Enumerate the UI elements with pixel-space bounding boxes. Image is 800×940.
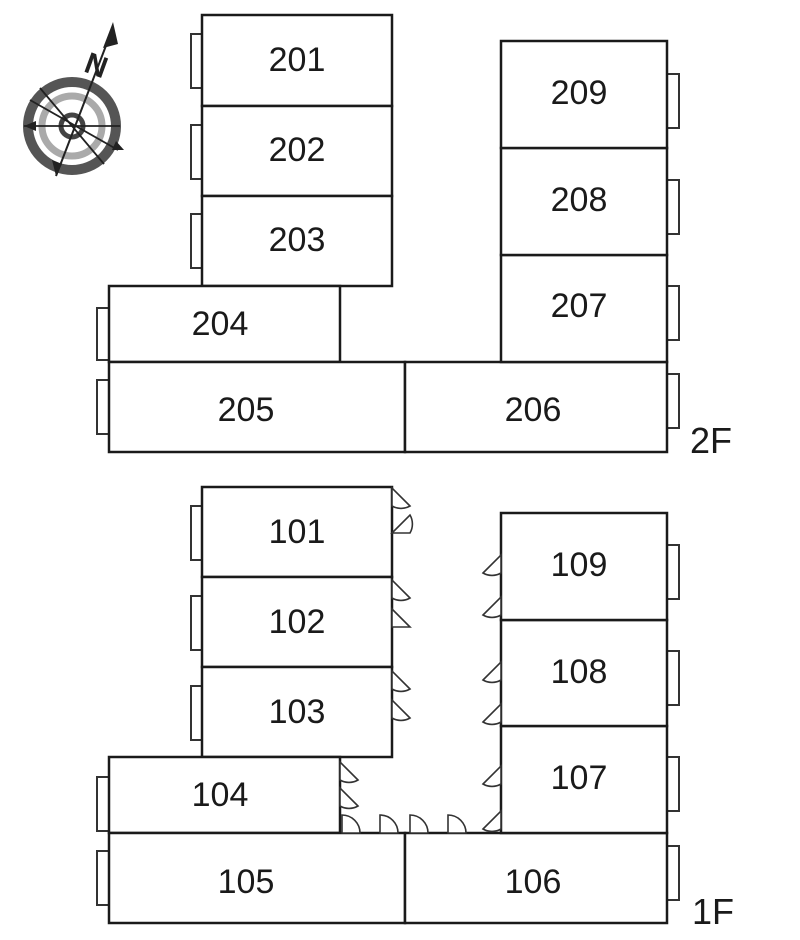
door-icon — [409, 814, 429, 834]
floor-1f: 101 102 103 104 105 106 107 108 — [96, 485, 734, 932]
unit-label: 109 — [551, 546, 608, 584]
compass-icon: N — [23, 22, 124, 177]
unit-label: 103 — [269, 693, 326, 731]
compass-north-label: N — [80, 47, 112, 85]
unit-107: 107 — [499, 724, 669, 835]
unit-label: 102 — [269, 603, 326, 641]
balcony-106 — [666, 845, 680, 901]
balcony-204 — [96, 307, 110, 361]
unit-103: 103 — [200, 665, 394, 759]
door-icon — [481, 764, 502, 788]
door-icon — [447, 814, 467, 834]
unit-label: 202 — [269, 131, 326, 169]
unit-label: 207 — [551, 287, 608, 325]
unit-104: 104 — [107, 755, 342, 835]
unit-label: 203 — [269, 221, 326, 259]
unit-201: 201 — [200, 13, 394, 108]
door-icon — [391, 578, 412, 602]
balcony-206 — [666, 373, 680, 429]
unit-label: 206 — [505, 391, 562, 429]
unit-105: 105 — [107, 831, 407, 925]
door-icon — [391, 607, 412, 628]
unit-102: 102 — [200, 575, 394, 669]
balcony-104 — [96, 776, 110, 832]
door-icon — [391, 486, 412, 510]
balcony-209 — [666, 73, 680, 129]
door-icon — [339, 760, 360, 784]
balcony-108 — [666, 650, 680, 706]
door-icon — [339, 786, 360, 810]
unit-106: 106 — [403, 831, 669, 925]
floor-label-2f: 2F — [690, 420, 732, 461]
door-icon — [379, 814, 399, 834]
unit-label: 209 — [551, 74, 608, 112]
door-icon — [481, 553, 502, 577]
unit-label: 105 — [218, 863, 275, 901]
unit-205: 205 — [107, 360, 407, 454]
balcony-107 — [666, 756, 680, 812]
unit-label: 201 — [269, 41, 326, 79]
door-icon — [481, 660, 502, 684]
unit-label: 204 — [192, 305, 249, 343]
unit-109: 109 — [499, 511, 669, 622]
unit-label: 208 — [551, 181, 608, 219]
unit-label: 205 — [218, 391, 275, 429]
unit-207: 207 — [499, 253, 669, 364]
door-icon — [481, 809, 502, 833]
unit-label: 107 — [551, 759, 608, 797]
door-icon — [341, 814, 361, 834]
unit-108: 108 — [499, 618, 669, 728]
balcony-207 — [666, 285, 680, 341]
floor-2f: 201 202 203 204 205 206 207 208 — [96, 13, 732, 461]
unit-209: 209 — [499, 39, 669, 150]
unit-label: 101 — [269, 513, 326, 551]
door-icon — [481, 595, 502, 619]
door-icon — [391, 698, 412, 722]
door-icon — [390, 513, 414, 534]
unit-101: 101 — [200, 485, 394, 579]
door-icon — [481, 702, 502, 726]
unit-202: 202 — [200, 104, 394, 198]
balcony-205 — [96, 379, 110, 435]
balcony-208 — [666, 179, 680, 235]
unit-203: 203 — [200, 194, 394, 288]
unit-label: 108 — [551, 653, 608, 691]
unit-label: 106 — [505, 863, 562, 901]
unit-label: 104 — [192, 776, 249, 814]
balcony-105 — [96, 850, 110, 906]
floor-label-1f: 1F — [692, 891, 734, 932]
door-icon — [391, 669, 412, 693]
unit-208: 208 — [499, 146, 669, 257]
balcony-109 — [666, 544, 680, 600]
unit-206: 206 — [403, 360, 669, 454]
unit-204: 204 — [107, 284, 342, 364]
